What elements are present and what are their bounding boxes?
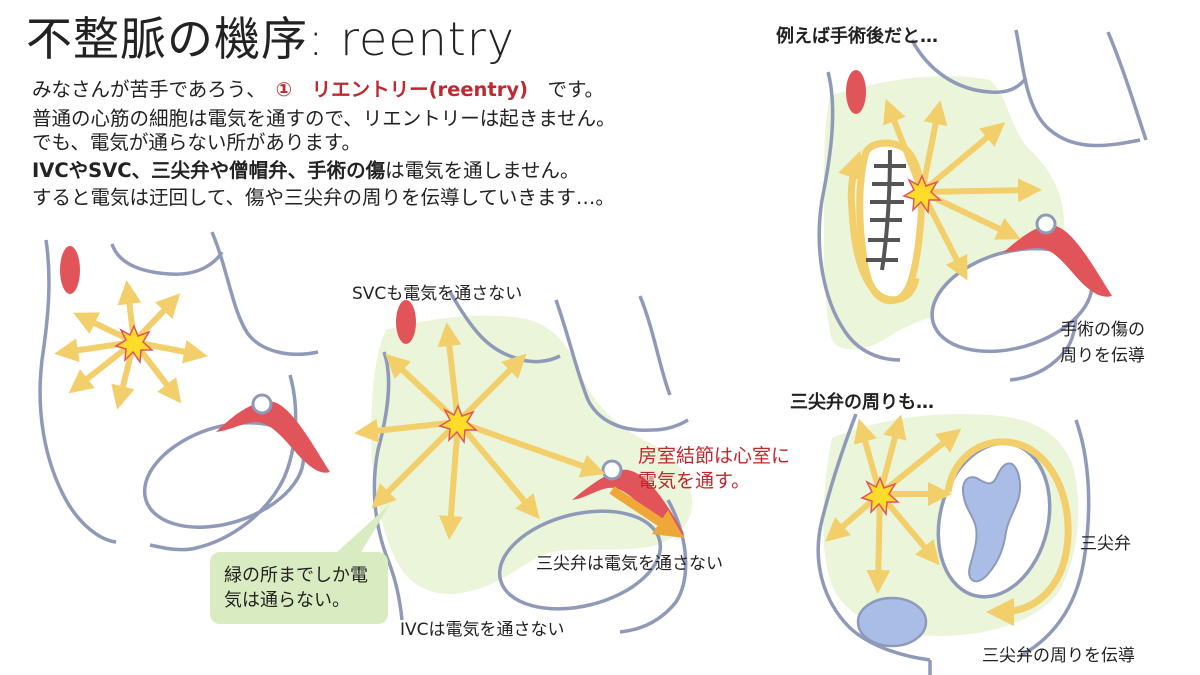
intro-line-1-highlight: ① リエントリー(reentry) — [275, 78, 528, 101]
intro-line-4: IVCやSVC、三尖弁や僧帽弁、手術の傷は電気を通しません。 — [32, 161, 580, 181]
surgery-outline-1 — [817, 71, 901, 362]
surgery-scar-icon — [866, 149, 906, 271]
page-title: 不整脈の機序: reentry — [26, 12, 515, 66]
center-heart-outline-3 — [554, 299, 689, 432]
surgery-outline-3 — [1014, 29, 1141, 148]
left-heart-outline-2 — [110, 243, 224, 276]
left-av-node — [216, 401, 330, 473]
center-heart-diagram — [354, 291, 693, 634]
intro-line-4-rest: は電気を通しません。 — [385, 159, 580, 182]
surgery-spark-icon — [902, 174, 942, 215]
surgery-outline-2 — [910, 39, 1028, 95]
tricuspid-valve-icon — [962, 462, 1021, 583]
tricuspid-heart-diagram — [816, 413, 1091, 675]
left-sa-node — [60, 246, 80, 294]
center-heart-outline-4 — [638, 295, 672, 396]
tricuspid-block-label: 三尖弁は電気を通さない — [536, 554, 723, 574]
left-av-node-ring — [251, 393, 273, 415]
left-heart-outline-3 — [210, 231, 319, 356]
center-av-arrow — [609, 486, 684, 538]
av-node-note: 房室結節は心室に電気を通す。 — [638, 445, 791, 492]
intro-line-4-bold: IVCやSVC、三尖弁や僧帽弁、手術の傷 — [32, 159, 386, 182]
intro-line-1-pre: みなさんが苦手であろう、 — [32, 78, 276, 101]
center-valve-ellipse — [497, 509, 663, 611]
tricuspid-caption: 三尖弁の周りを伝導 — [982, 646, 1135, 666]
surgery-heading: 例えば手術後だと… — [776, 26, 938, 47]
surgery-caption-line-1: 手術の傷の — [1060, 320, 1145, 340]
tricuspid-outline-1 — [816, 413, 931, 662]
green-note-text: 緑の所までしか電気は通らない。 — [224, 565, 368, 612]
surgery-sa-node — [846, 70, 866, 114]
surgery-av-node-ring — [1035, 213, 1057, 235]
intro-line-1: みなさんが苦手であろう、 ① リエントリー(reentry) です。 — [32, 80, 604, 100]
tricuspid-heading: 三尖弁の周りも… — [790, 392, 934, 413]
tricuspid-label: 三尖弁 — [1080, 534, 1131, 554]
tricuspid-reentry-loop — [944, 438, 1072, 626]
intro-line-5: すると電気は迂回して、傷や三尖弁の周りを伝導していきます…。 — [32, 186, 615, 209]
center-av-node-ring — [601, 459, 623, 481]
center-spark-icon — [438, 404, 478, 445]
intro-line-3: でも、電気が通らない所があります。 — [32, 131, 361, 154]
left-spark-icon — [114, 324, 154, 365]
tricuspid-ivc — [856, 596, 928, 648]
intro-line-2: 普通の心筋の細胞は電気を通すので、リエントリーは起きません。 — [32, 107, 616, 130]
center-svc-node — [396, 300, 416, 344]
surgery-heart-diagram — [817, 29, 1148, 382]
surgery-outline-4 — [1106, 31, 1148, 141]
tricuspid-outline-2 — [1019, 419, 1091, 658]
ivc-label: IVCは電気を通さない — [400, 620, 565, 640]
left-heart-outline-1 — [38, 239, 117, 544]
green-note-bubble — [210, 504, 390, 624]
surgery-av-node — [1004, 225, 1112, 297]
intro-line-1-post: です。 — [528, 78, 605, 101]
svc-label: SVCも電気を通さない — [352, 284, 523, 304]
normal-heart-diagram — [38, 231, 330, 552]
surgery-caption-line-2: 周りを伝導 — [1060, 346, 1145, 366]
surgery-reentry-arrow — [838, 150, 920, 304]
tricuspid-spark-icon — [860, 476, 900, 517]
